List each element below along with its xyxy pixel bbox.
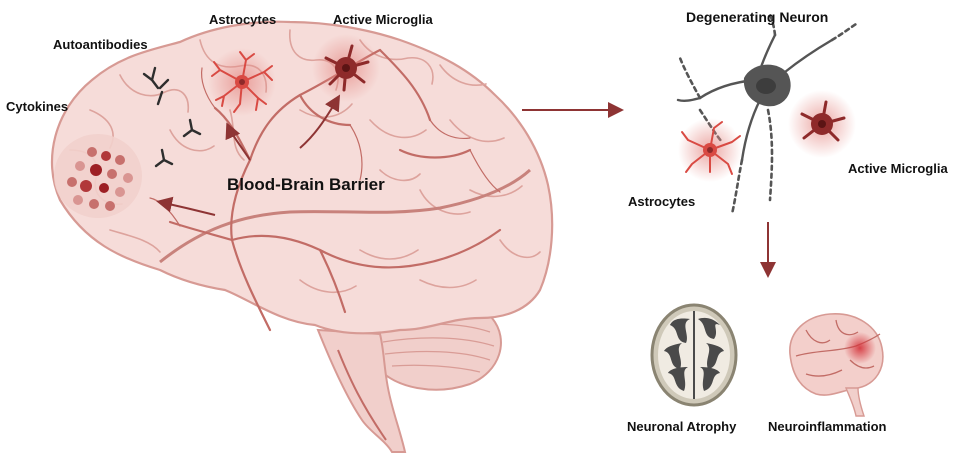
label-cytokines: Cytokines: [6, 99, 68, 114]
label-neuroinflammation: Neuroinflammation: [768, 419, 886, 434]
inflamed-brain-icon: [790, 314, 883, 416]
label-autoantibodies: Autoantibodies: [53, 37, 148, 52]
label-astrocytes-left: Astrocytes: [209, 12, 276, 27]
label-blood-brain-barrier: Blood-Brain Barrier: [227, 175, 385, 195]
brain-illustration: [52, 22, 552, 452]
mri-slice-icon: [652, 305, 736, 405]
cytokine-cluster-icon: [54, 134, 142, 218]
label-degenerating-neuron: Degenerating Neuron: [686, 9, 828, 25]
astrocyte-icon: [678, 118, 742, 182]
microglia-icon: [788, 90, 856, 158]
label-active-microglia-left: Active Microglia: [333, 12, 433, 27]
astrocyte-icon: [208, 48, 276, 116]
label-neuronal-atrophy: Neuronal Atrophy: [627, 419, 736, 434]
label-active-microglia-right: Active Microglia: [848, 161, 948, 176]
microglia-icon: [312, 34, 380, 102]
label-astrocytes-right: Astrocytes: [628, 194, 695, 209]
